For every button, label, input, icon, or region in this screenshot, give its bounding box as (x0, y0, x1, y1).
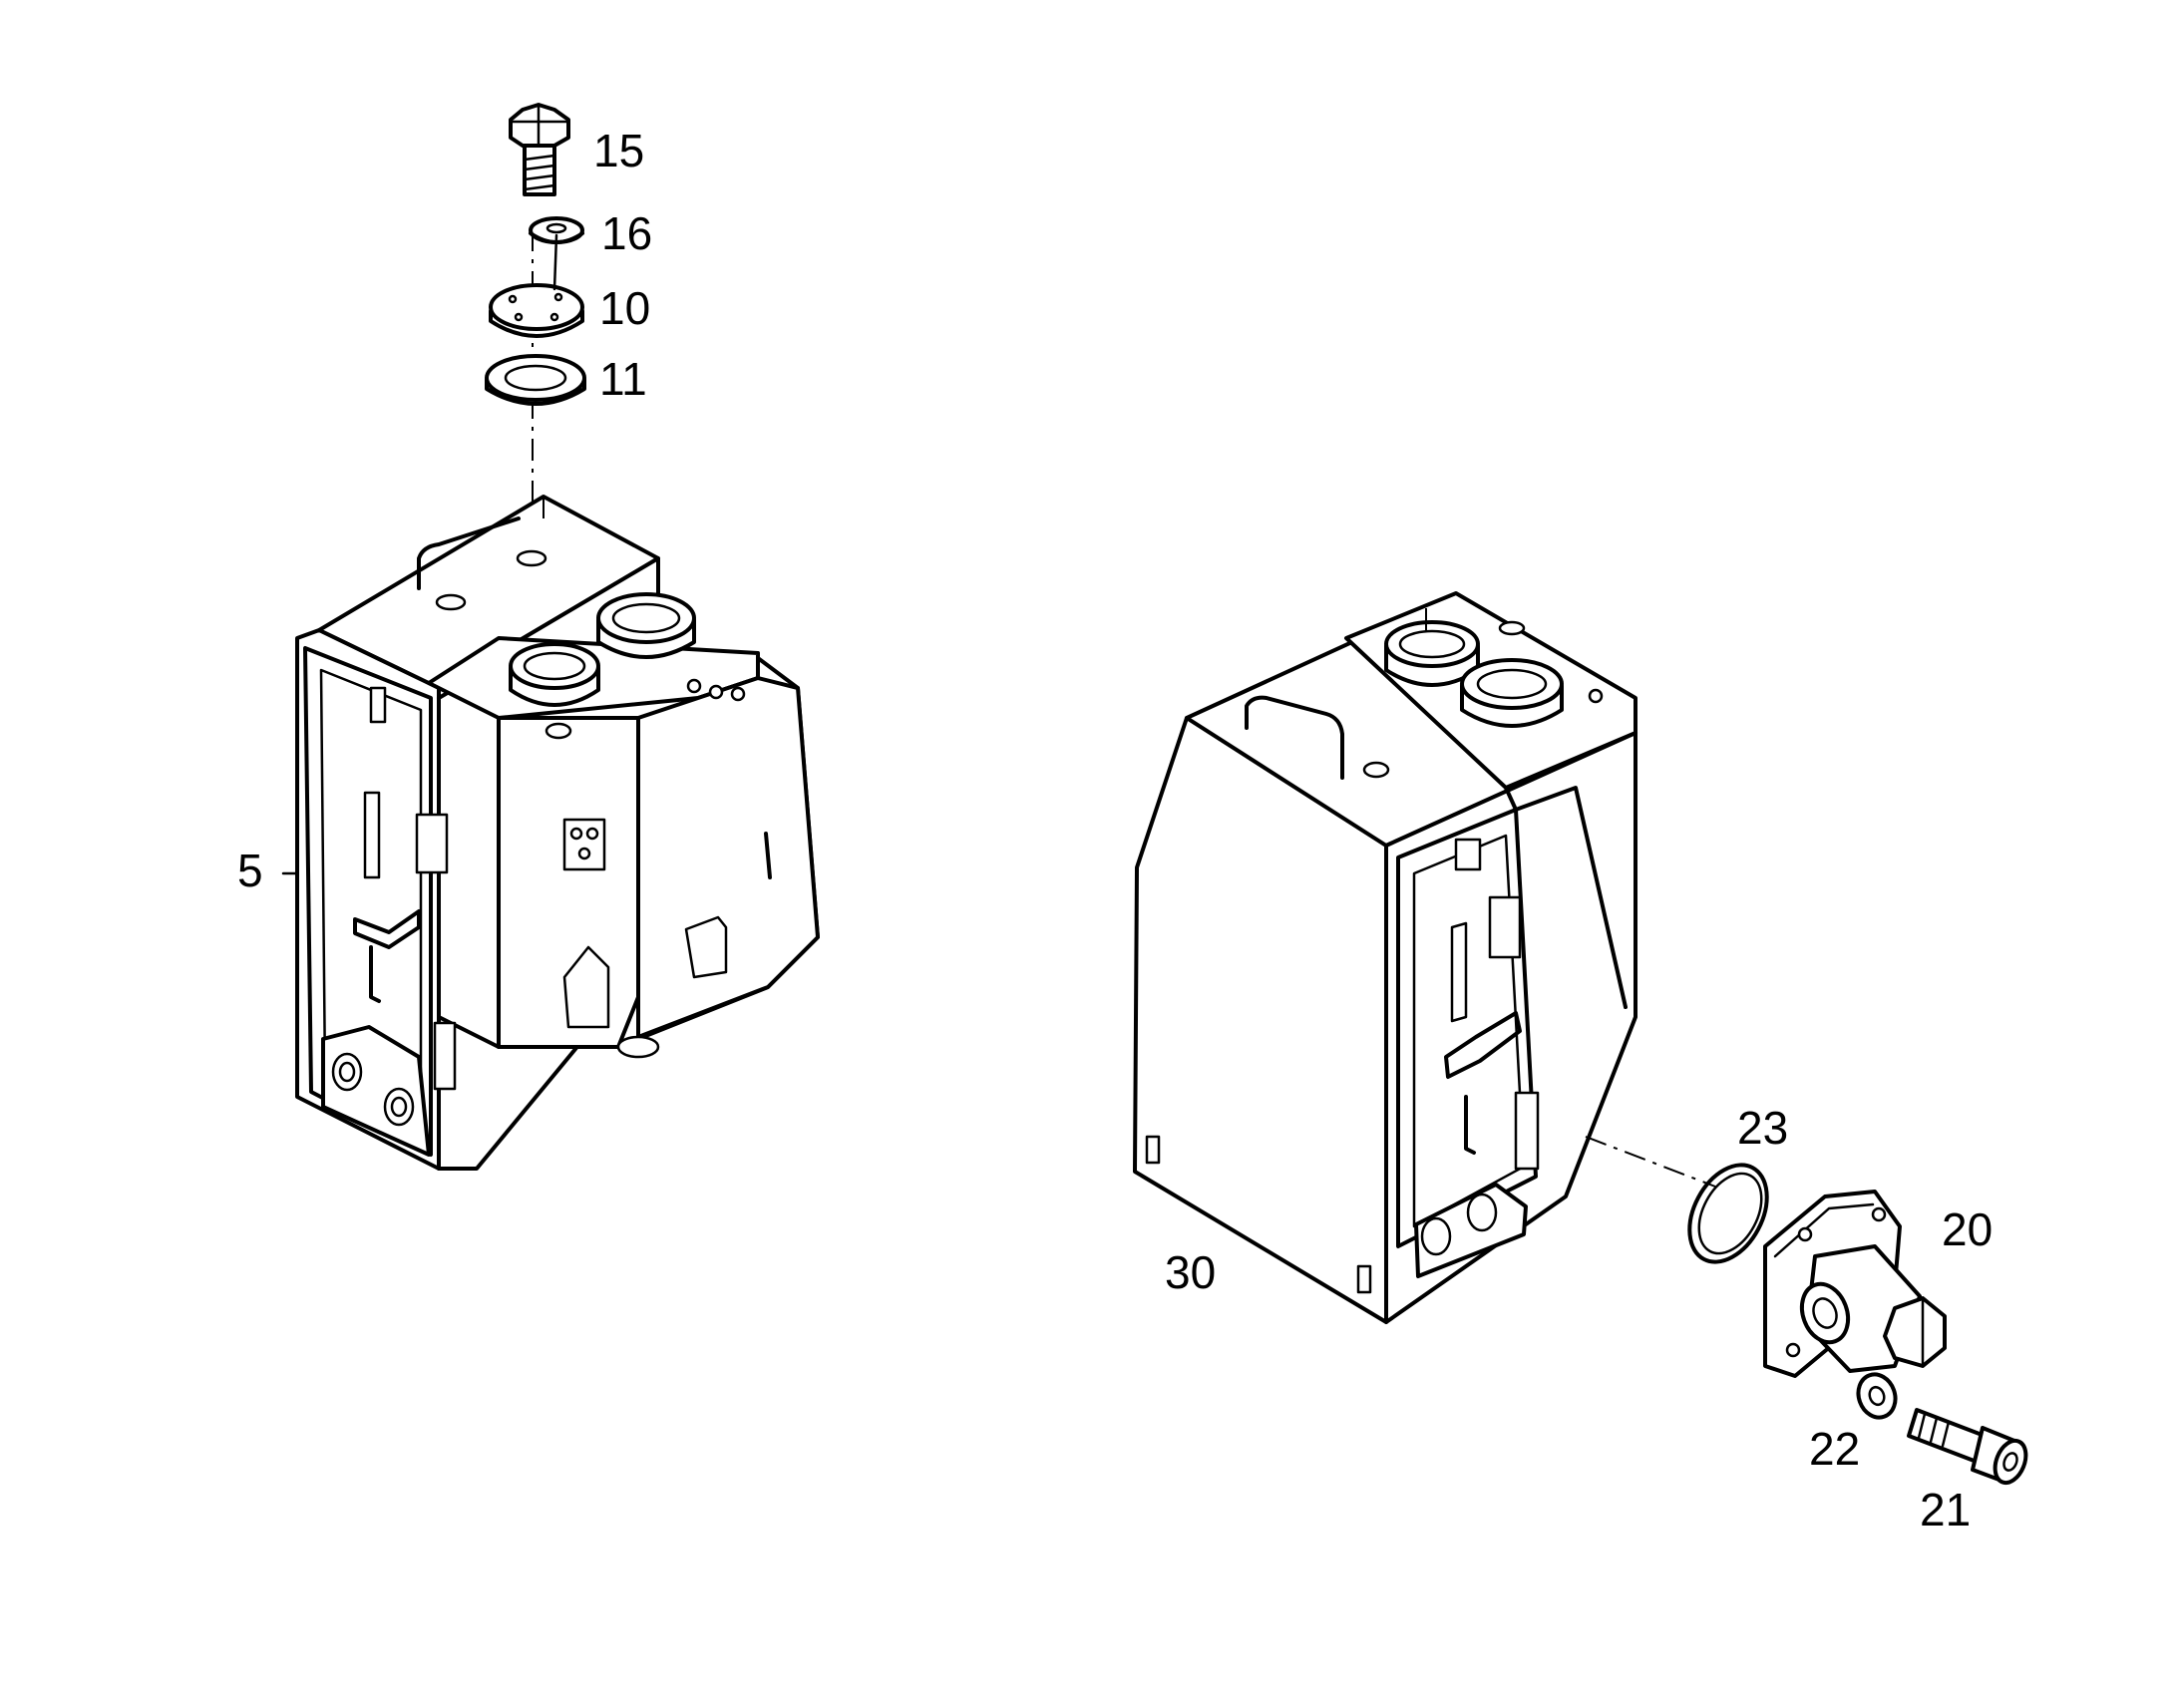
port-left-housing-1 (509, 642, 600, 707)
valve-fitting-part-20[interactable] (1763, 1190, 1947, 1378)
o-ring-part-23[interactable] (1674, 1152, 1783, 1275)
callout-20: 20 (1942, 1203, 1993, 1255)
bottom-port-plate-left (321, 1025, 431, 1157)
callout-10: 10 (599, 282, 650, 334)
screw-part-21[interactable] (1907, 1408, 2031, 1488)
callout-23: 23 (1737, 1102, 1788, 1154)
seal-ring-part-11[interactable] (485, 354, 586, 406)
port-right-housing-1 (1384, 620, 1480, 687)
callout-21: 21 (1920, 1484, 1971, 1536)
port-right-housing-2 (1460, 658, 1564, 728)
callout-5: 5 (237, 845, 263, 896)
port-left-housing-2 (596, 592, 696, 659)
bolt-part-15[interactable] (509, 103, 570, 196)
callout-15: 15 (593, 125, 644, 176)
callout-30: 30 (1165, 1246, 1216, 1298)
callout-11: 11 (599, 353, 647, 405)
leader-16 (552, 233, 558, 291)
bottom-port-plate-right (1414, 1183, 1528, 1278)
callout-22: 22 (1809, 1423, 1860, 1475)
washer-part-22[interactable] (1853, 1369, 1902, 1423)
assembly-axis-line-right (1585, 1136, 1716, 1188)
valve-housing-part-5[interactable] (295, 495, 820, 1171)
callout-16: 16 (601, 207, 652, 259)
cover-plate-part-10[interactable] (489, 283, 584, 338)
valve-housing-part-30[interactable] (1133, 591, 1637, 1324)
